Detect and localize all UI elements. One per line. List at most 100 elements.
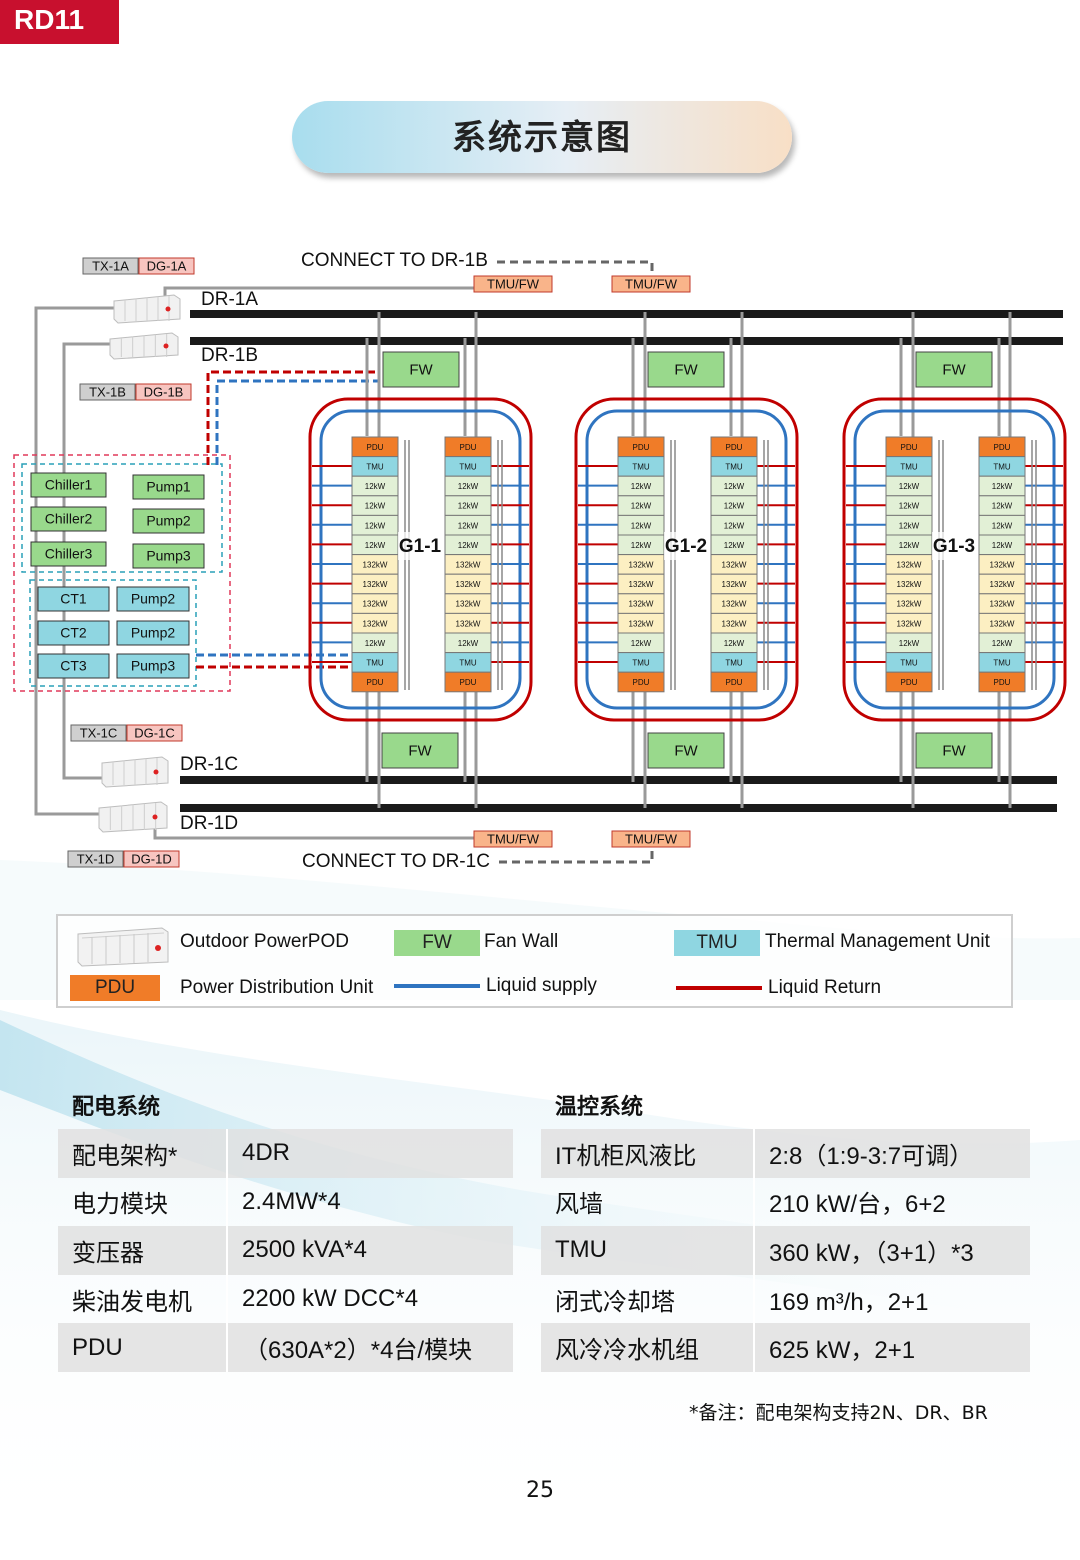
rack-cell <box>710 671 758 693</box>
cooling-key: IT机柜风液比 <box>541 1129 754 1178</box>
group-label: G1-2 <box>665 536 707 557</box>
group-label-bg <box>398 532 442 560</box>
table-row: 柴油发电机 2200 kW DCC*4 <box>58 1274 513 1324</box>
group-label-bg <box>664 532 708 560</box>
rack-cell-label: 132kW <box>897 580 922 589</box>
power-value: 4DR <box>226 1129 513 1178</box>
rack-cell-label: TMU <box>366 659 384 668</box>
rack-cell-label: 12kW <box>458 482 479 491</box>
cooling-value: 625 kW，2+1 <box>753 1323 1030 1372</box>
group-label-bg <box>932 532 976 560</box>
rack-cell-label: TMU <box>366 463 384 472</box>
legend-fw-text: Fan Wall <box>484 931 559 952</box>
table-row: 风冷冷水机组 625 kW，2+1 <box>541 1323 1030 1372</box>
busbar <box>190 310 1063 318</box>
legend-tmu-swatch: TMU <box>674 930 760 956</box>
rack-cell-label: 12kW <box>992 639 1013 648</box>
power-value: 2500 kVA*4 <box>226 1226 513 1275</box>
rack-cell-label: TMU <box>993 463 1011 472</box>
ct-pump-box-label: Pump2 <box>131 591 176 607</box>
connect-dash <box>499 846 654 864</box>
chiller-frame <box>21 463 223 573</box>
supply-ring <box>853 409 1056 710</box>
tmu-fw-tag <box>473 275 553 293</box>
cooling-value: 210 kW/台，6+2 <box>753 1177 1030 1227</box>
tx-label-label: TX-1B <box>89 384 126 399</box>
page-title: 系统示意图 <box>292 101 792 173</box>
rack-cell-label: 12kW <box>724 541 745 550</box>
legend: Outdoor PowerPOD FW Fan Wall TMU Thermal… <box>56 914 1013 1008</box>
dg-label <box>123 850 180 868</box>
power-key: 电力模块 <box>72 1191 168 1219</box>
rack-cell-label: PDU <box>460 678 477 687</box>
dg-label <box>135 383 192 401</box>
chiller-box <box>30 506 107 532</box>
rack-cell-label: 12kW <box>724 482 745 491</box>
rack-cell-label: 12kW <box>724 502 745 511</box>
ct-box-label: CT2 <box>60 625 87 641</box>
rack-cell-label: 132kW <box>363 619 388 628</box>
rack-cell-label: TMU <box>725 463 743 472</box>
rack-cell-label: 132kW <box>990 619 1015 628</box>
rack-cell-label: PDU <box>726 678 743 687</box>
legend-pdu-swatch: PDU <box>70 975 160 1001</box>
return-ring <box>842 397 1067 722</box>
ct-pump-box <box>116 586 190 612</box>
group-label: G1-3 <box>933 536 975 557</box>
ct-box <box>37 586 110 612</box>
legend-supply-line <box>394 984 480 988</box>
ct-box <box>37 620 110 646</box>
supply-ring <box>319 409 522 710</box>
plant-frame-outer <box>13 454 231 692</box>
rack-cell-label: 132kW <box>363 580 388 589</box>
fw-box <box>647 351 725 388</box>
rack-cell-label: 12kW <box>365 502 386 511</box>
tx-label-label: TX-1D <box>77 851 115 866</box>
return-pipe-dashed <box>206 370 380 465</box>
chiller-box-label: Chiller3 <box>45 546 93 562</box>
powerpod-icon <box>109 332 179 360</box>
rack-cell-label: 12kW <box>992 521 1013 530</box>
rack-cell-label: 132kW <box>629 600 654 609</box>
cooling-system-table: IT机柜风液比 2:8（1:9-3:7可调） 风墙 210 kW/台，6+2 T… <box>541 1129 1030 1372</box>
cooling-value: 2:8（1:9-3:7可调） <box>753 1129 1030 1178</box>
rack-cell-label: 132kW <box>456 580 481 589</box>
ct-box-label: CT1 <box>60 591 87 607</box>
rack-cell-label: 132kW <box>722 561 747 570</box>
rack-cell-label: PDU <box>994 443 1011 452</box>
ct-pump-box <box>116 653 190 679</box>
rack-cell <box>885 671 933 693</box>
fw-box-label: FW <box>674 361 698 378</box>
rack-cell-label: 12kW <box>899 502 920 511</box>
group-label: G1-1 <box>399 536 442 557</box>
rack-cell-label: 12kW <box>458 541 479 550</box>
fw-box-label: FW <box>942 361 966 378</box>
powerpod-logo <box>152 814 158 820</box>
power-key: 柴油发电机 <box>72 1288 192 1316</box>
rack-cell-label: PDU <box>633 443 650 452</box>
rack-cell-label: 12kW <box>899 521 920 530</box>
chiller-pump-box <box>132 543 205 569</box>
legend-powerpod-text: Outdoor PowerPOD <box>180 931 349 952</box>
tx-label <box>79 383 136 401</box>
rack-cell-label: TMU <box>459 463 477 472</box>
ct-frame <box>29 579 197 687</box>
rack-cell-label: 12kW <box>724 521 745 530</box>
connect-bottom-label: CONNECT TO DR-1C <box>302 851 490 872</box>
tmu-fw-tag-label: TMU/FW <box>625 831 678 846</box>
rack-cell-label: 12kW <box>631 482 652 491</box>
return-ring <box>308 397 533 722</box>
rack-cell-label: TMU <box>900 659 918 668</box>
rack-cell-label: 132kW <box>990 580 1015 589</box>
power-system-table: 配电架构* 4DR 电力模块 2.4MW*4 变压器 2500 kVA*4 柴油… <box>58 1129 513 1372</box>
rack-cell-label: 132kW <box>897 600 922 609</box>
powerpod-icon <box>113 294 181 324</box>
powerpod-icon <box>101 756 169 788</box>
tx-label-label: TX-1A <box>92 258 129 273</box>
rack-cell-label: 12kW <box>631 521 652 530</box>
rack-cell-label: 12kW <box>365 639 386 648</box>
rack-cell <box>444 671 492 693</box>
rack-cell-label: TMU <box>632 463 650 472</box>
rack-cell-label: 12kW <box>365 482 386 491</box>
table-row: 配电架构* 4DR <box>58 1129 513 1178</box>
